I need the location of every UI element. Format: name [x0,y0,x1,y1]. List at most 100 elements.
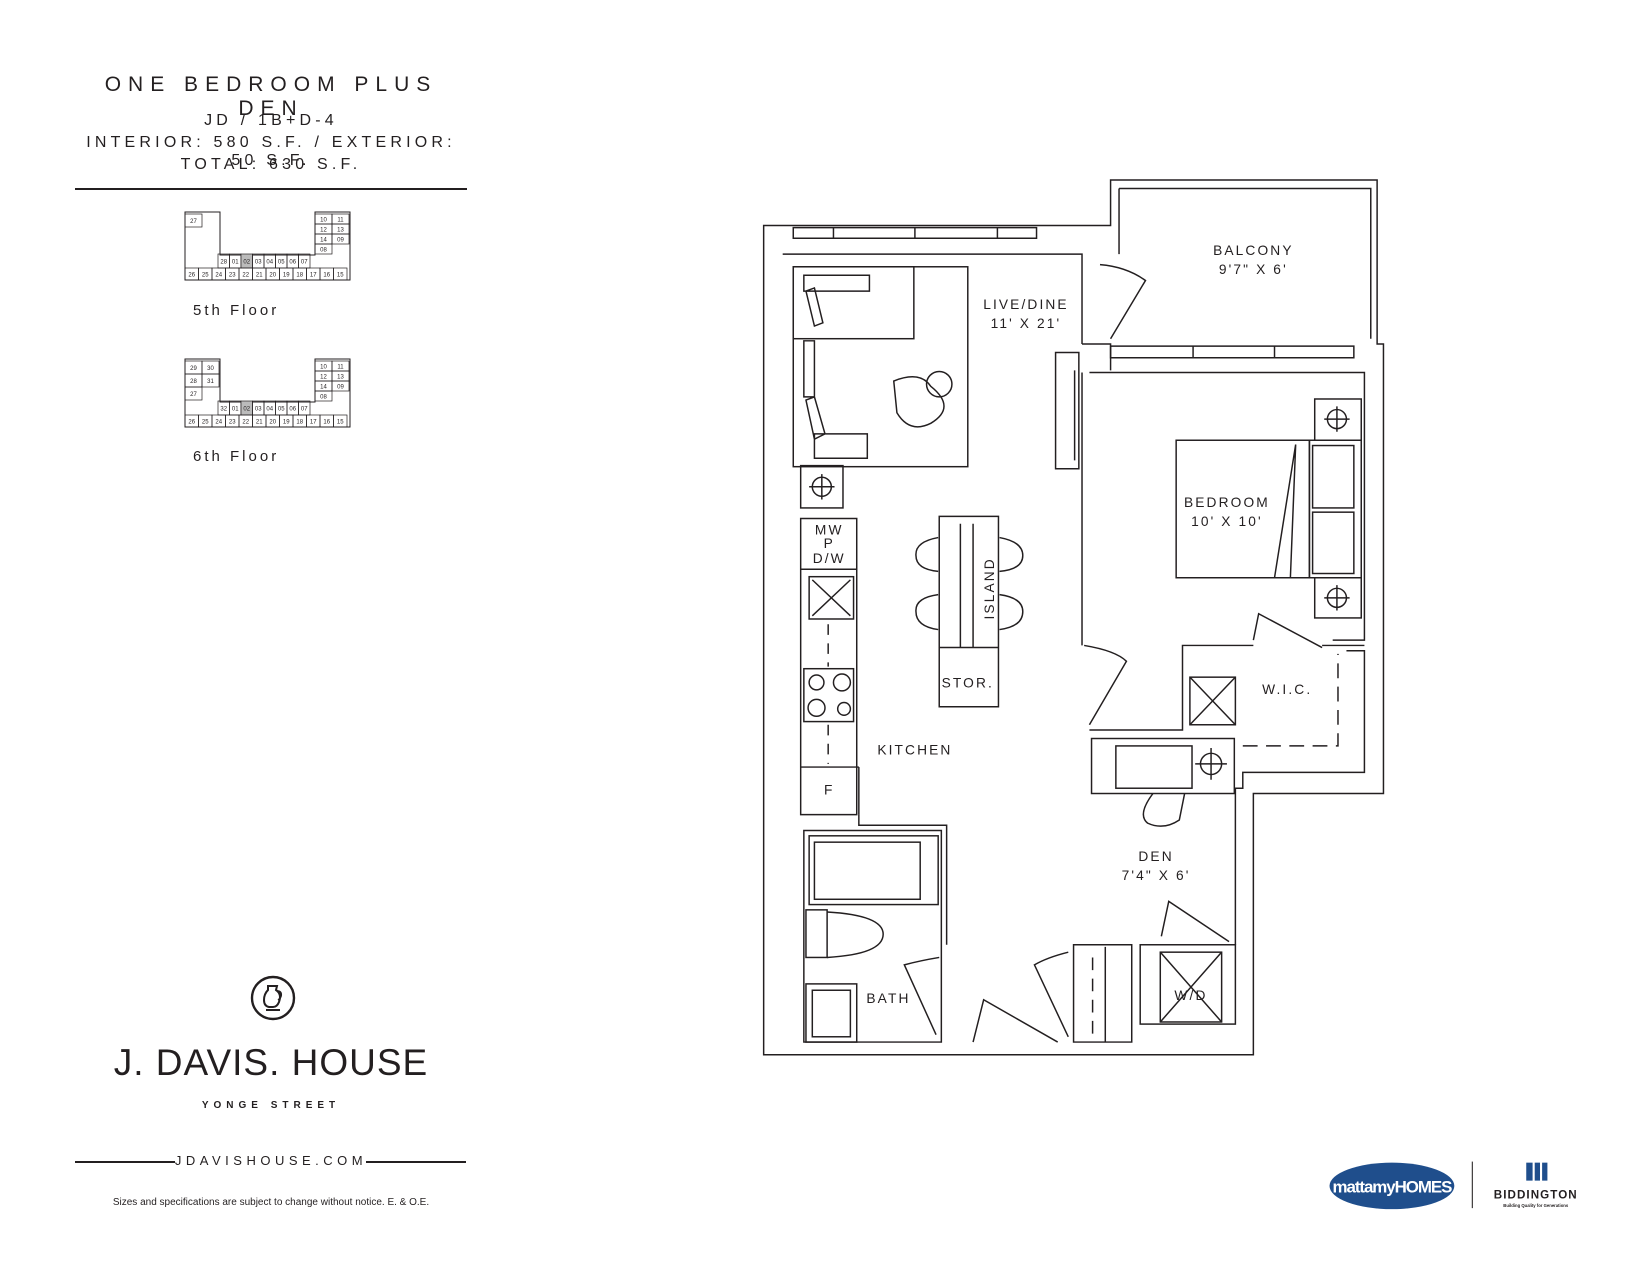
svg-text:31: 31 [207,379,214,385]
cooktop [803,667,855,723]
svg-text:05: 05 [278,407,285,413]
svg-text:28: 28 [220,260,227,266]
svg-text:04: 04 [266,407,273,413]
svg-text:24: 24 [215,273,222,279]
svg-text:02: 02 [243,407,250,413]
svg-text:32: 32 [220,407,227,413]
svg-text:17: 17 [310,420,317,426]
svg-text:07: 07 [301,260,308,266]
kitchen-label: KITCHEN [877,742,952,757]
svg-text:26: 26 [188,273,195,279]
svg-text:10: 10 [320,218,327,224]
wic-door [1252,612,1323,649]
svg-text:18: 18 [296,273,303,279]
svg-text:09: 09 [337,238,344,244]
den-size: 7'4" X 6' [1122,868,1191,883]
svg-text:15: 15 [337,420,344,426]
svg-text:28: 28 [190,379,197,385]
laundry-door [1160,900,1230,943]
svg-text:01: 01 [232,260,239,266]
dishwasher-label: D/W [813,551,846,566]
svg-text:23: 23 [229,273,236,279]
svg-text:12: 12 [320,375,327,381]
svg-text:03: 03 [255,407,262,413]
live-dine-label: LIVE/DINE [983,297,1069,312]
svg-text:BIDDINGTON: BIDDINGTON [1494,1189,1578,1202]
storage-label: STOR. [942,676,994,691]
svg-text:10: 10 [320,365,327,371]
svg-text:01: 01 [232,407,239,413]
monitor [1115,745,1193,789]
svg-text:21: 21 [256,273,263,279]
kitchen-counter [799,517,859,816]
entry-door [972,998,1059,1043]
svg-text:17: 17 [310,273,317,279]
bedroom-size: 10' X 10' [1191,514,1263,529]
island-label: ISLAND [982,557,997,619]
unit-title: ONE BEDROOM PLUS DEN [104,73,438,120]
pantry-label: P [824,536,835,551]
media-unit [1054,351,1080,470]
svg-text:19: 19 [283,273,290,279]
svg-text:29: 29 [190,366,197,372]
sofa-back [792,266,915,340]
svg-text:11: 11 [337,218,344,224]
washer-dryer-label: W/D [1174,988,1207,1003]
unit-model: JD / 1B+D-4 [204,112,338,129]
closet-box [1189,676,1237,726]
live-dine-size: 11' X 21' [991,316,1062,331]
svg-text:09: 09 [337,385,344,391]
unit-total: TOTAL: 630 S.F. [180,156,362,173]
svg-text:18: 18 [296,420,303,426]
fridge-label: F [824,783,835,798]
ottoman [925,370,953,398]
svg-text:13: 13 [337,375,344,381]
url-divider-left [75,1161,175,1163]
pitcher-logo-icon [250,975,296,1021]
svg-text:30: 30 [207,366,214,372]
svg-text:06: 06 [289,260,296,266]
svg-text:Building Quality for Generatio: Building Quality for Generations [1503,1203,1569,1208]
key-plan-unit: 09 [331,380,350,392]
svg-text:23: 23 [229,420,236,426]
window [1109,345,1355,359]
wic-rod [1242,653,1339,747]
svg-text:03: 03 [255,260,262,266]
side-table [799,464,844,509]
balcony-rail [1118,187,1372,339]
bath-door [903,956,940,1035]
mattamy-homes-logo: mattamyHOMES [1329,1162,1455,1210]
bedroom-label: BEDROOM [1184,495,1270,510]
website-link[interactable]: JDAVISHOUSE.COM [174,1153,368,1168]
biddington-logo: BIDDINGTON Building Quality for Generati… [1494,1162,1578,1208]
laundry-closet [1139,944,1237,1025]
unit-areas: INTERIOR: 580 S.F. / EXTERIOR: 50 S.F. [86,134,456,169]
nightstand [1313,398,1362,441]
svg-text:07: 07 [301,407,308,413]
linen-closet [1072,944,1133,1043]
window [792,226,1038,239]
area-rug [792,266,969,468]
header-divider [75,188,467,190]
interior-wall [782,253,1366,945]
key-plan-unit: 15 [333,267,348,281]
svg-text:14: 14 [320,385,327,391]
svg-text:11: 11 [337,365,344,371]
svg-text:21: 21 [256,420,263,426]
svg-text:20: 20 [269,273,276,279]
key-plan-unit: 08 [314,243,333,255]
svg-text:08: 08 [320,395,327,401]
desk [1090,737,1236,795]
vanity [805,983,858,1043]
nightstand [1313,577,1362,619]
svg-text:14: 14 [320,238,327,244]
exterior-wall [762,179,1385,1056]
svg-text:06: 06 [289,407,296,413]
stool [915,536,1024,631]
url-divider-right [366,1161,466,1163]
svg-text:16: 16 [323,273,330,279]
svg-text:22: 22 [242,420,249,426]
svg-text:08: 08 [320,248,327,254]
